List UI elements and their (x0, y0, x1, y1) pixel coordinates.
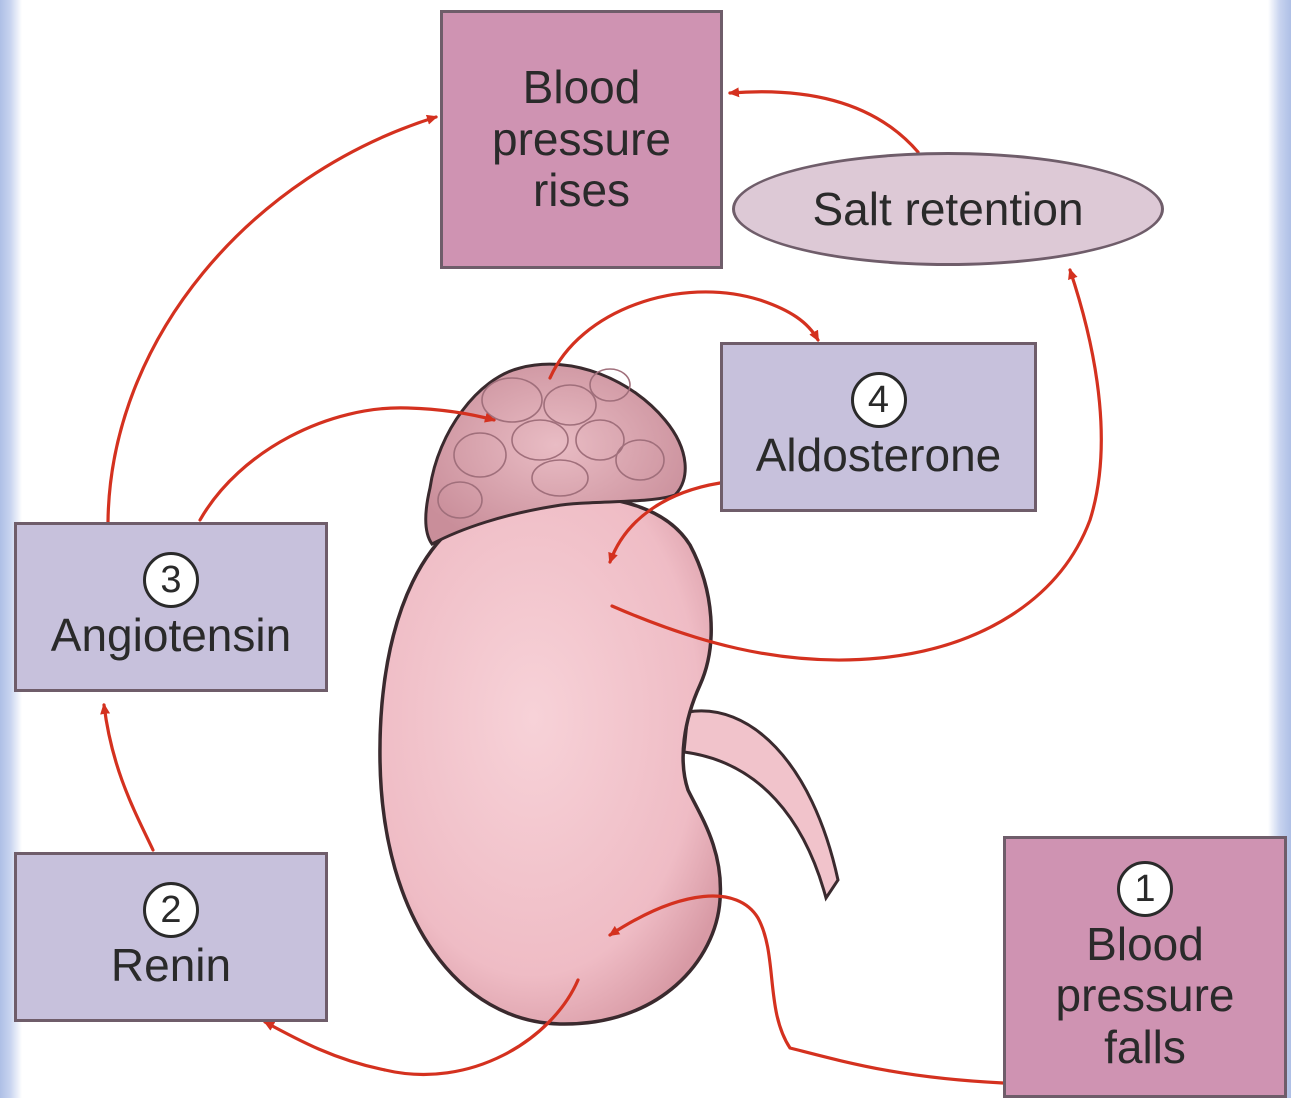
blood-pressure-rises-label: Blood pressure rises (492, 62, 671, 217)
angiotensin-box: 3 Angiotensin (14, 522, 328, 692)
renin-box: 2 Renin (14, 852, 328, 1022)
step-4-number: 4 (851, 372, 907, 428)
arrow-renin-to-angiotensin (104, 705, 153, 850)
step-1-number: 1 (1117, 861, 1173, 917)
arrow-angiotensin-to-bp-rises (108, 117, 436, 522)
kidney (380, 496, 721, 1024)
salt-retention-ellipse: Salt retention (732, 152, 1164, 266)
step-3-number: 3 (143, 552, 199, 608)
blood-pressure-rises-box: Blood pressure rises (440, 10, 723, 269)
angiotensin-label: Angiotensin (51, 610, 291, 662)
aldosterone-label: Aldosterone (756, 430, 1002, 482)
aldosterone-box: 4 Aldosterone (720, 342, 1037, 512)
salt-retention-label: Salt retention (812, 182, 1083, 236)
blood-pressure-falls-label: Blood pressure falls (1056, 919, 1235, 1074)
renin-label: Renin (111, 940, 231, 992)
step-2-number: 2 (143, 882, 199, 938)
arrow-salt-to-bp-rises (730, 92, 918, 152)
blood-pressure-falls-box: 1 Blood pressure falls (1003, 836, 1287, 1098)
